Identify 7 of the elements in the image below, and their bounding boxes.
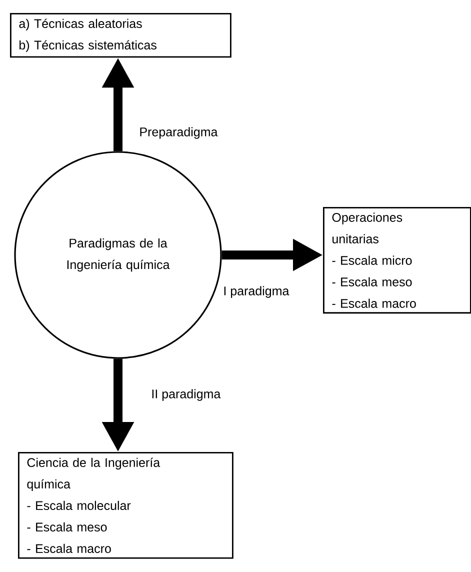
edge-label: Preparadigma bbox=[140, 127, 218, 139]
text-box: Ciencia de la Ingeniería química - Escala molecular - Escala meso - Escala macro bbox=[18, 452, 234, 559]
edge-label: II paradigma bbox=[152, 389, 221, 401]
text-box: a) Técnicas aleatorias b) Técnicas sistemáticas bbox=[10, 13, 232, 58]
text-box: Operaciones unitarias - Escala micro - Escala meso - Escala macro bbox=[323, 207, 471, 314]
circle-node: Paradigmas de la Ingeniería química bbox=[14, 151, 222, 359]
edge-label: I paradigma bbox=[224, 286, 290, 298]
